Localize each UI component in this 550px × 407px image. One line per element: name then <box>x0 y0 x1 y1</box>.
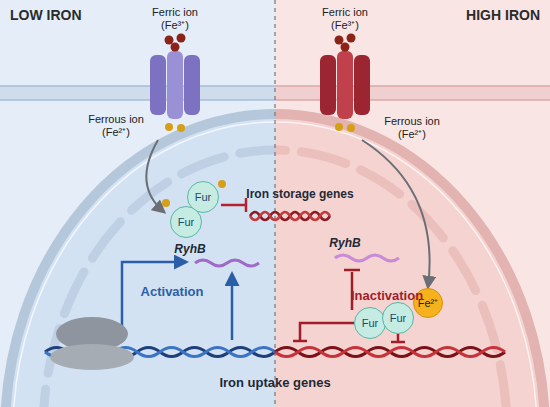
mrna-strand <box>335 255 399 261</box>
transporter-channel <box>184 55 200 115</box>
ferrous-ion-dot <box>218 180 226 188</box>
protein-label: Fur <box>390 313 407 324</box>
ferric-ion-dot <box>165 36 174 45</box>
text-label: Activation <box>127 284 217 300</box>
ferric-ion-dot <box>347 34 356 43</box>
ferric-ion-dot <box>171 43 180 52</box>
text-label: Ferrous ion (Fe²⁺) <box>80 113 152 139</box>
activation-arrow <box>231 274 234 340</box>
ferrous-ion-dot <box>335 123 343 131</box>
protein-circle: Fur <box>170 206 202 238</box>
text-label: RyhB <box>320 236 370 250</box>
membrane-line <box>275 85 550 87</box>
inhibition-line <box>397 334 400 341</box>
uptake-arrow <box>362 140 430 287</box>
transporter-channel <box>354 55 370 115</box>
text-label: Inactivation <box>337 288 437 304</box>
transporter-channel <box>167 51 183 119</box>
ferrous-ion-dot <box>162 199 170 207</box>
membrane-line <box>0 99 275 101</box>
ferric-ion-dot <box>341 43 350 52</box>
text-label: RyhB <box>165 242 215 256</box>
inhibition-bar <box>344 269 360 272</box>
inhibition-bar <box>391 341 405 344</box>
uptake-arrow <box>146 140 164 212</box>
mrna-strand <box>195 260 259 266</box>
ferrous-ion-dot <box>177 124 185 132</box>
ferric-ion-dot <box>335 36 344 45</box>
activation-arrow <box>122 262 186 338</box>
inhibition-bar <box>293 340 307 343</box>
text-label: Iron storage genes <box>235 187 365 201</box>
text-label: Ferric ion (Fe³⁺) <box>139 6 211 32</box>
panel-heading: HIGH IRON <box>466 7 540 23</box>
text-label: Ferric ion (Fe³⁺) <box>309 6 381 32</box>
dna-strand <box>250 212 330 220</box>
transporter-channel <box>337 51 353 119</box>
protein-label: Fur <box>195 192 212 203</box>
outer-membrane <box>275 86 550 100</box>
ferrous-ion-dot <box>165 123 173 131</box>
text-label: Iron uptake genes <box>195 375 355 391</box>
panel-heading: LOW IRON <box>10 7 82 23</box>
ferrous-ion-dot <box>347 124 355 132</box>
dna-strand <box>250 212 330 220</box>
protein-label: Fur <box>178 217 195 228</box>
dna-strand <box>275 348 505 357</box>
ferric-ion-dot <box>177 34 186 43</box>
transporter-channel <box>150 55 166 115</box>
dna-strand <box>275 348 505 357</box>
membrane-line <box>275 99 550 101</box>
membrane-line <box>0 85 275 87</box>
protein-circle: Fur <box>382 302 414 334</box>
transporter-channel <box>320 55 336 115</box>
text-label: Ferrous ion (Fe²⁺) <box>376 115 448 141</box>
outer-membrane <box>0 86 275 100</box>
protein-circle: Fur <box>354 307 386 339</box>
inhibition-line <box>300 323 354 340</box>
ribosome-subunit <box>50 344 134 370</box>
protein-label: Fur <box>362 318 379 329</box>
inhibition-line <box>221 204 246 207</box>
